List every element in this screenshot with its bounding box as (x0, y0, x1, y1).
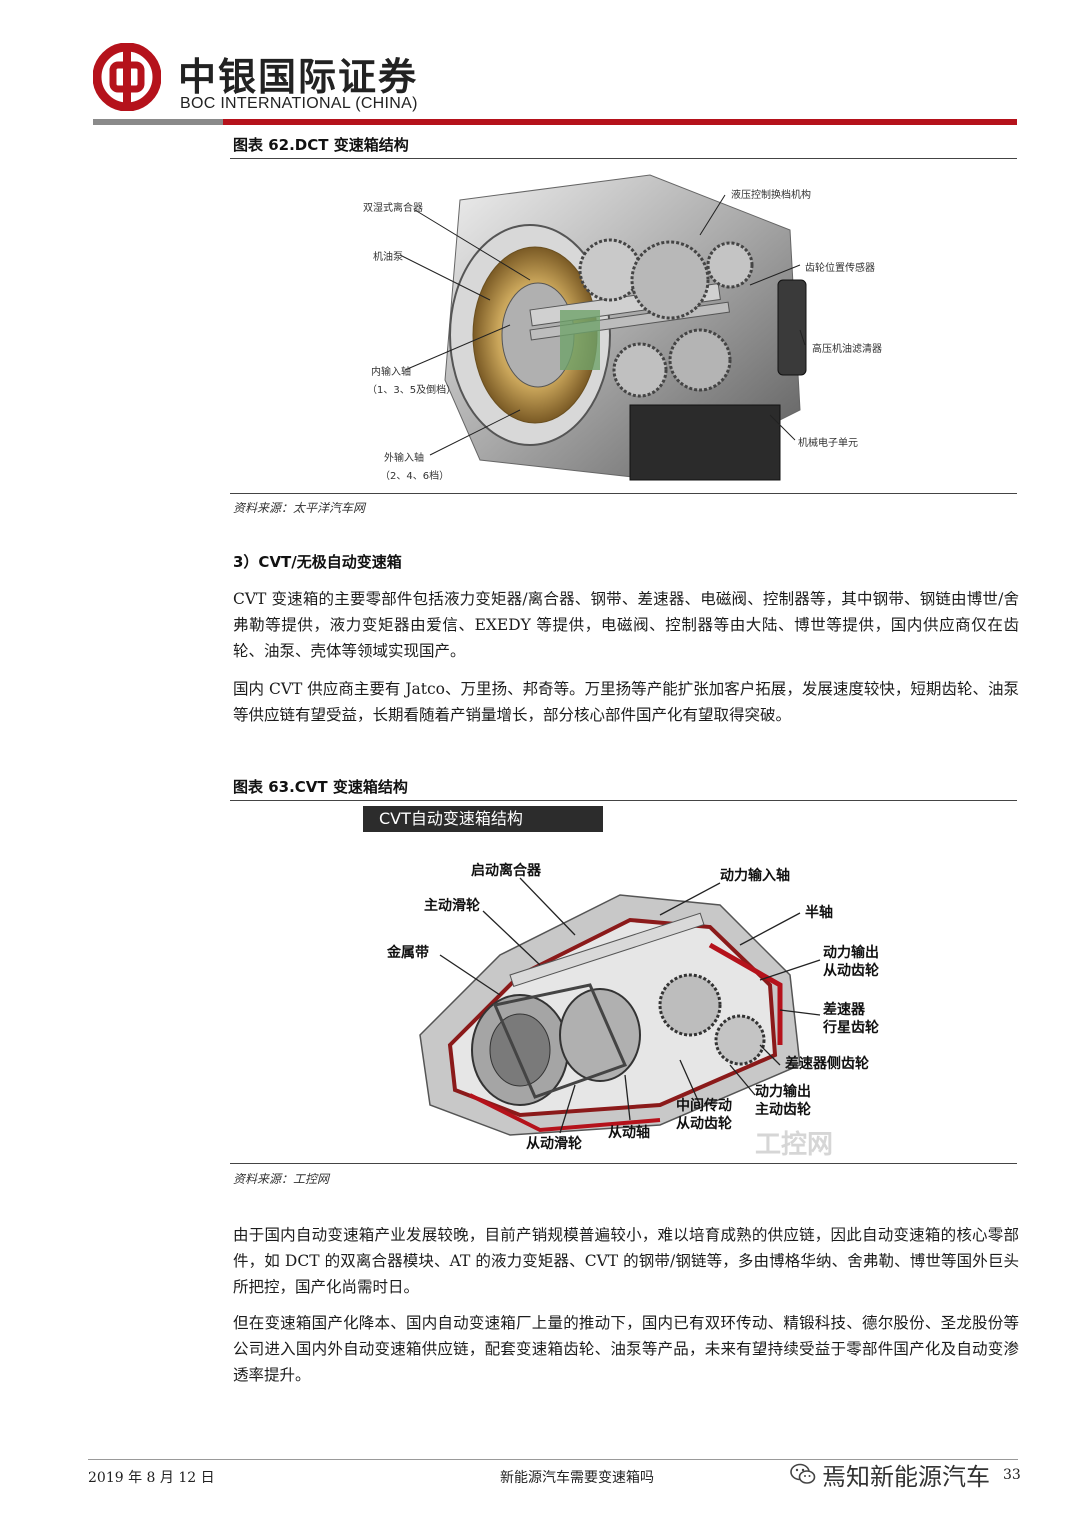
figure-63-bottom-rule (230, 1163, 1017, 1164)
section-3-paragraph-1: CVT 变速箱的主要零部件包括液力变矩器/离合器、钢带、差速器、电磁阀、控制器等… (233, 590, 1019, 660)
label-power-input: 动力输入轴 (720, 868, 790, 884)
label-metal-belt: 金属带 (387, 945, 429, 961)
label-outer-shaft-gears: （2、4、6档） (380, 471, 450, 482)
label-diff-planet-line1: 差速器 (823, 1002, 865, 1018)
label-output-drive-line1: 动力输出 (755, 1084, 811, 1100)
figure-62-top-rule (230, 158, 1017, 159)
label-half-shaft: 半轴 (805, 905, 833, 921)
body-paragraph-4: 但在变速箱国产化降本、国内自动变速箱厂上量的推动下，国内已有双环传动、精锻科技、… (233, 1314, 1019, 1384)
label-oil-pump: 机油泵 (373, 252, 403, 263)
label-output-drive: 动力输出 主动齿轮 (755, 1083, 811, 1119)
header-bar-grey (93, 119, 223, 125)
label-diff-side: 差速器侧齿轮 (785, 1056, 869, 1072)
label-mid-driven-line1: 中间传动 (676, 1098, 732, 1114)
label-dual-wet-clutch: 双湿式离合器 (363, 203, 423, 214)
label-mech-unit: 机械电子单元 (798, 438, 858, 449)
label-output-driven-line2: 从动齿轮 (823, 963, 879, 979)
figure-62-source: 资料来源：太平洋汽车网 (233, 501, 366, 515)
figure-63-title: 图表 63.CVT 变速箱结构 (233, 778, 408, 796)
label-hydraulic-shift: 液压控制换档机构 (731, 190, 811, 201)
page-number: 33 (1003, 1467, 1021, 1483)
label-mid-driven-line2: 从动齿轮 (676, 1116, 732, 1132)
cvt-banner: CVT自动变速箱结构 (363, 806, 603, 832)
section-3-paragraph-2: 国内 CVT 供应商主要有 Jatco、万里扬、邦奇等。万里扬等产能扩张加客户拓… (233, 680, 1019, 724)
figure-63-source: 资料来源：工控网 (233, 1172, 330, 1186)
footer-title: 新能源汽车需要变速箱吗 (500, 1470, 654, 1486)
label-driven-shaft: 从动轴 (608, 1125, 650, 1141)
footer-date: 2019 年 8 月 12 日 (88, 1470, 215, 1486)
label-oil-filter: 高压机油滤清器 (812, 344, 882, 355)
label-start-clutch: 启动离合器 (471, 863, 541, 879)
wechat-icon (790, 1462, 816, 1486)
label-gear-sensor: 齿轮位置传感器 (805, 263, 875, 274)
label-outer-shaft: 外输入轴 (384, 453, 424, 464)
boc-logo (92, 42, 162, 112)
section-3-heading: 3）CVT/无极自动变速箱 (233, 553, 402, 571)
label-driven-pulley: 从动滑轮 (526, 1136, 582, 1152)
label-inner-shaft: 内输入轴 (371, 367, 411, 378)
footer-rule (88, 1459, 1018, 1460)
brand-name-en: BOC INTERNATIONAL (CHINA) (180, 95, 418, 112)
label-mid-driven: 中间传动 从动齿轮 (676, 1097, 732, 1133)
label-diff-planet-line2: 行星齿轮 (823, 1020, 879, 1036)
figure-63-top-rule (230, 800, 1017, 801)
header-bar-red (223, 119, 1017, 125)
label-drive-pulley: 主动滑轮 (424, 898, 480, 914)
label-output-driven: 动力输出 从动齿轮 (823, 944, 879, 980)
label-output-drive-line2: 主动齿轮 (755, 1102, 811, 1118)
figure-62-bottom-rule (230, 493, 1017, 494)
dct-diagram (230, 160, 1017, 492)
label-diff-planet: 差速器 行星齿轮 (823, 1001, 879, 1037)
label-output-driven-line1: 动力输出 (823, 945, 879, 961)
footer-watermark: 焉知新能源汽车 (822, 1463, 990, 1491)
figure-63-watermark: 工控网 (755, 1130, 834, 1160)
cvt-diagram (360, 835, 885, 1160)
body-paragraph-3: 由于国内自动变速箱产业发展较晚，目前产销规模普遍较小，难以培育成熟的供应链，因此… (233, 1226, 1019, 1296)
brand-name-cn: 中银国际证券 (178, 54, 419, 99)
label-inner-shaft-gears: （1、3、5及倒档） (367, 385, 457, 396)
figure-62-title: 图表 62.DCT 变速箱结构 (233, 136, 409, 154)
